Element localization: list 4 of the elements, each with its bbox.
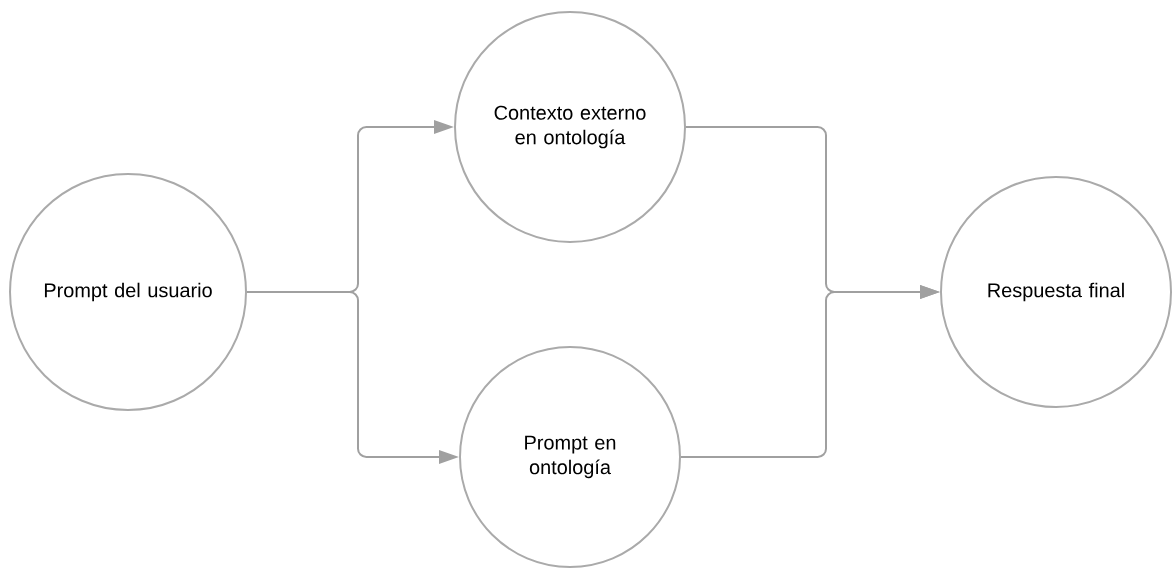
circle-node: Prompt en ontología [459, 346, 681, 568]
circle-node: Contexto externo en ontología [454, 11, 686, 243]
circle-node: Respuesta final [940, 176, 1172, 408]
circle-node: Prompt del usuario [9, 173, 247, 411]
